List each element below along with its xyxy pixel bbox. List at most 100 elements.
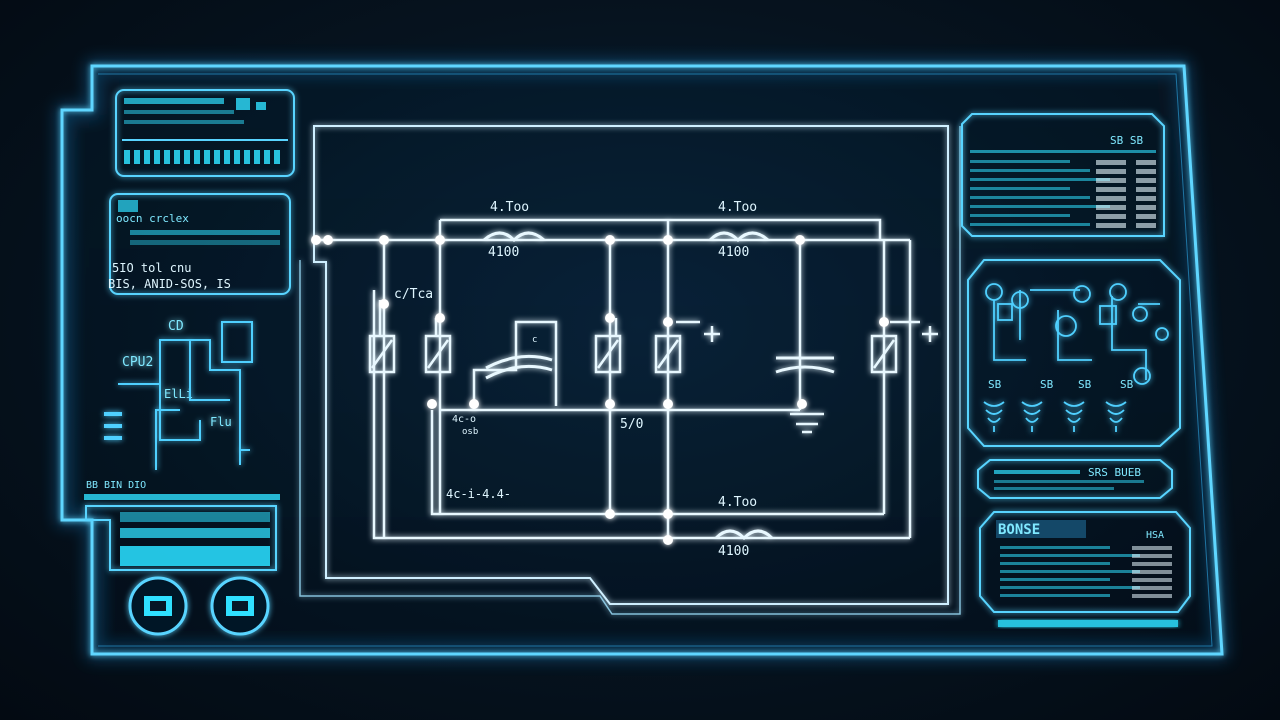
label-top-right: 4.Too xyxy=(718,200,757,215)
junction-dot xyxy=(379,235,389,245)
junction-dot xyxy=(663,317,673,327)
data-row-value xyxy=(1136,169,1156,174)
status-line-2: BIS, ANID-SOS, IS xyxy=(108,277,231,291)
data-row-value xyxy=(1096,223,1126,228)
data-row-value xyxy=(1096,187,1126,192)
junction-dot xyxy=(795,235,805,245)
data-row-value xyxy=(1096,160,1126,165)
label-mid-left-b: osb xyxy=(462,427,478,437)
meter-tick xyxy=(214,150,220,164)
status-title: oocn crclex xyxy=(116,212,189,225)
junction-dot xyxy=(605,509,615,519)
data-row-value xyxy=(1136,187,1156,192)
junction-dot xyxy=(605,313,615,323)
right-strip-panel: SRS BUEB xyxy=(977,459,1173,499)
status-line-1: 5IO tol cnu xyxy=(112,261,191,275)
junction-dot xyxy=(469,399,479,409)
data-row xyxy=(970,178,1110,181)
meter-tick xyxy=(254,150,260,164)
bottom-row xyxy=(1000,570,1140,573)
meter-tick xyxy=(224,150,230,164)
data-row xyxy=(970,160,1070,163)
bottom-panel-title: BONSE xyxy=(998,522,1040,538)
junction-dot xyxy=(435,313,445,323)
right-top-header: SB SB xyxy=(1110,134,1143,147)
coil-icon xyxy=(1063,401,1085,432)
label-lower-left: 4c-i-4.4- xyxy=(446,487,511,501)
left-status-panel: oocn crclex 5IO tol cnu BIS, ANID-SOS, I… xyxy=(108,193,291,295)
data-row-value xyxy=(1136,205,1156,210)
junction-dot xyxy=(311,235,321,245)
meter-tick xyxy=(184,150,190,164)
meter-tick xyxy=(194,150,200,164)
strip-label: SRS BUEB xyxy=(1088,466,1141,479)
node-label: SB xyxy=(988,378,1002,391)
bottom-row-value xyxy=(1132,586,1172,590)
data-row xyxy=(970,169,1090,172)
data-row-value xyxy=(1096,214,1126,219)
data-row xyxy=(970,223,1090,226)
meter-tick xyxy=(234,150,240,164)
bottom-row-value xyxy=(1132,554,1172,558)
junction-dot xyxy=(379,299,389,309)
mini-label-flu: Flu xyxy=(210,415,232,429)
junction-dot xyxy=(879,317,889,327)
junction-dot xyxy=(663,509,673,519)
bottom-row-value xyxy=(1132,594,1172,598)
bottom-row xyxy=(1000,594,1110,597)
coil-icon xyxy=(1021,401,1043,432)
chip-button-1[interactable] xyxy=(128,576,188,636)
node-label: SB xyxy=(1120,378,1134,391)
label-bottom: 4.Too xyxy=(718,495,757,510)
junction-dot xyxy=(605,399,615,409)
bottom-panel-tag: HSA xyxy=(1146,530,1164,541)
node-label: SB xyxy=(1040,378,1054,391)
bars-title: BB BIN DIO xyxy=(86,480,146,491)
meter-tick xyxy=(144,150,150,164)
data-row-value xyxy=(1136,178,1156,183)
left-meter-panel xyxy=(115,89,295,177)
junction-dot xyxy=(663,235,673,245)
plus-icon xyxy=(922,326,938,342)
meter-tick xyxy=(264,150,270,164)
plus-icon xyxy=(704,326,720,342)
label-top-right-inductor: 4100 xyxy=(718,245,749,260)
junction-dots xyxy=(311,235,889,545)
label-bottom-inductor: 4100 xyxy=(718,544,749,559)
coil-icon xyxy=(983,401,1005,432)
meter-tick xyxy=(124,150,130,164)
data-row-value xyxy=(1136,223,1156,228)
bottom-row xyxy=(1000,578,1110,581)
label-top-left: 4.Too xyxy=(490,200,529,215)
bottom-row-value xyxy=(1132,546,1172,550)
right-node-panel: SB SB SB SB xyxy=(967,259,1181,447)
data-row-value xyxy=(1136,214,1156,219)
bottom-row xyxy=(1000,586,1140,589)
label-mid-right: 5/0 xyxy=(620,417,643,432)
junction-dot xyxy=(663,535,673,545)
junction-dot xyxy=(435,235,445,245)
right-data-panel: SB SB xyxy=(961,113,1165,237)
data-row xyxy=(970,205,1110,208)
meter-ticks xyxy=(124,150,280,164)
junction-dot xyxy=(797,399,807,409)
data-row-value xyxy=(1096,205,1126,210)
data-row-value xyxy=(1136,160,1156,165)
chip-button-2[interactable] xyxy=(210,576,270,636)
junction-dot xyxy=(605,235,615,245)
label-mid-left-a: 4c-o xyxy=(452,414,476,425)
node-label: SB xyxy=(1078,378,1092,391)
junction-dot xyxy=(427,399,437,409)
label-left-component: c/Tca xyxy=(394,287,433,302)
coil-icon xyxy=(1105,401,1127,432)
meter-tick xyxy=(134,150,140,164)
data-row xyxy=(970,187,1070,190)
mini-label-cd: CD xyxy=(168,319,184,334)
bottom-row-value xyxy=(1132,578,1172,582)
data-rows xyxy=(970,160,1156,228)
junction-dot xyxy=(663,399,673,409)
meter-tick xyxy=(204,150,210,164)
junction-dot xyxy=(323,235,333,245)
mini-label-cpu: CPU2 xyxy=(122,355,153,370)
